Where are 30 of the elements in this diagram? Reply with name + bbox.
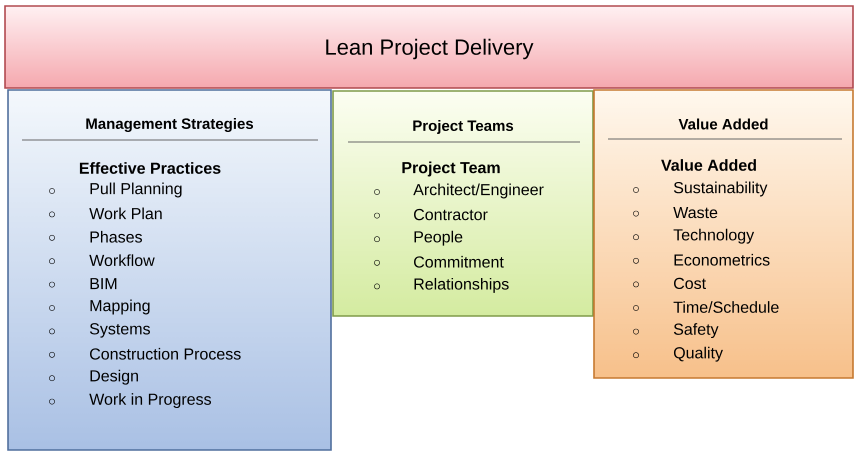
list-item: Work Plan: [89, 208, 162, 220]
panel-heading: Value Added: [678, 118, 768, 130]
list-item: Sustainability: [674, 182, 768, 196]
list-item: Pull Planning: [90, 182, 182, 198]
list-heading: Effective Practices: [80, 162, 220, 174]
list-item: Contractor: [414, 208, 488, 220]
list-item: Architect/Engineer: [413, 184, 544, 198]
list-item: Work in Progress: [89, 393, 211, 408]
title-band: Lean Project Delivery: [4, 5, 854, 89]
list-item: BIM: [90, 278, 116, 290]
list-item: Commitment: [414, 256, 504, 268]
list-item: Time/Schedule: [674, 301, 779, 313]
list-item: Phases: [90, 230, 142, 243]
panel-heading: Management Strategies: [86, 118, 254, 132]
list-item: Workflow: [89, 254, 155, 266]
list-item: Systems: [90, 323, 150, 338]
panel-heading: Project Teams: [413, 120, 514, 134]
list-heading: Project Team: [402, 162, 500, 176]
list-item: Mapping: [90, 300, 150, 314]
list-heading: Value Added: [661, 159, 756, 171]
list-item: Quality: [674, 346, 723, 362]
list-item: Relationships: [414, 278, 509, 293]
list-item: Waste: [673, 207, 718, 218]
list-item: Cost: [674, 278, 706, 290]
list-item: Construction Process: [90, 348, 241, 360]
list-item: Econometrics: [674, 254, 770, 266]
list-item: People: [414, 230, 462, 246]
list-item: Safety: [674, 323, 719, 338]
list-item: Technology: [674, 228, 754, 244]
list-item: Design: [90, 370, 138, 385]
